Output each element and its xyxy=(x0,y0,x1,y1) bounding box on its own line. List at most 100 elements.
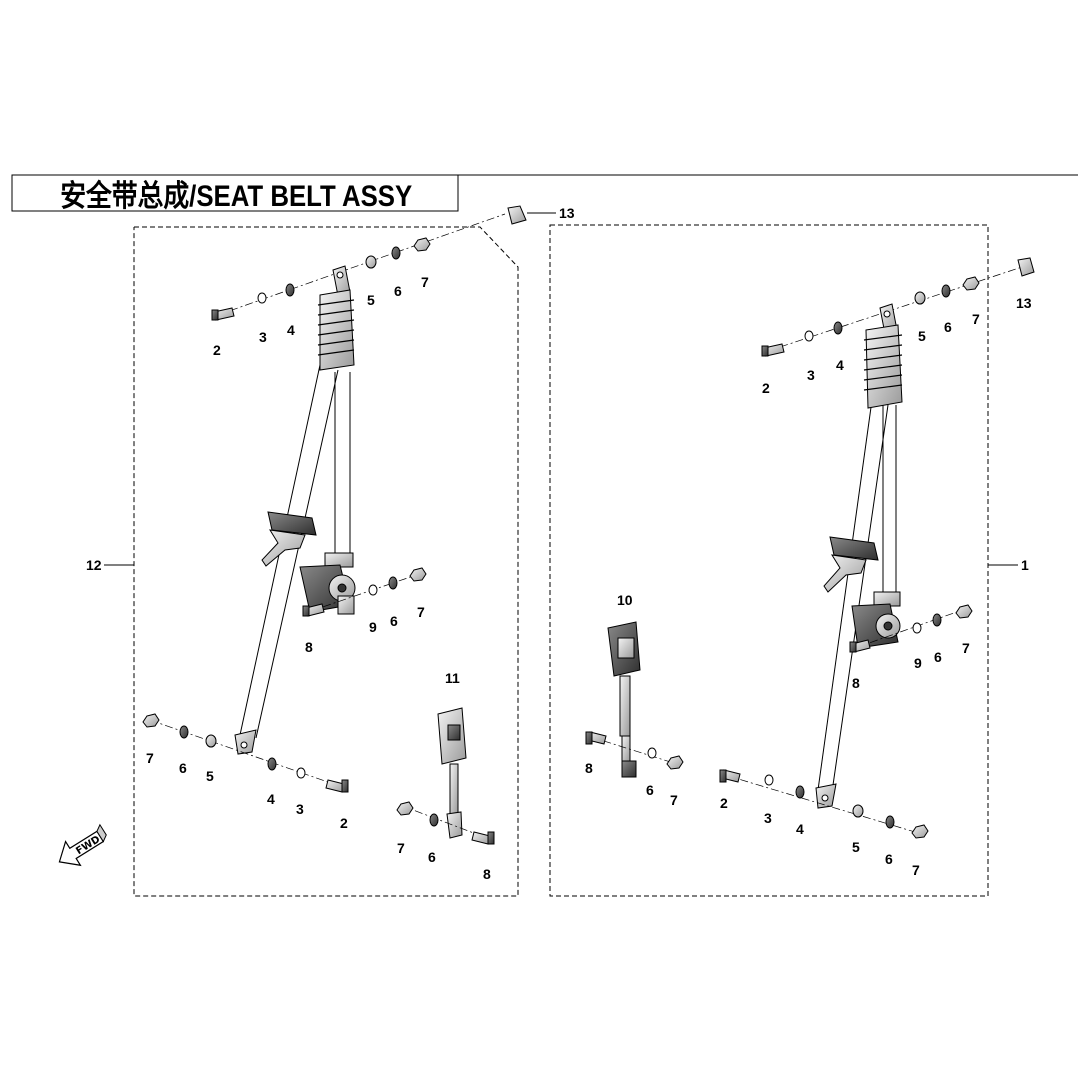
bolt-icon xyxy=(325,779,349,793)
callout-label: 7 xyxy=(421,274,429,290)
callout-label: 4 xyxy=(267,791,275,807)
nut-icon xyxy=(911,824,929,839)
bolt-icon xyxy=(302,603,325,617)
callout-label: 6 xyxy=(390,613,398,629)
left-assembly-boundary xyxy=(133,226,519,897)
callout-label: 7 xyxy=(962,640,970,656)
callout-label: 6 xyxy=(394,283,402,299)
callout-label: 7 xyxy=(397,840,405,856)
latch-plate xyxy=(261,511,317,567)
nut-icon xyxy=(666,755,684,770)
title-text: 安全带总成/SEAT BELT ASSY xyxy=(60,178,412,212)
lock-washer-icon xyxy=(795,785,805,799)
callout-label: 2 xyxy=(762,380,770,396)
right-seat-belt xyxy=(724,265,1026,836)
callout-label: 8 xyxy=(852,675,860,691)
washer-icon xyxy=(647,747,657,759)
lock-washer-icon xyxy=(932,613,942,627)
left-bottom-fasteners xyxy=(142,713,349,793)
lock-washer-icon xyxy=(391,246,401,260)
callout-label: 7 xyxy=(670,792,678,808)
callout-label: 7 xyxy=(417,604,425,620)
lock-washer-icon xyxy=(267,757,277,771)
callout-label: 2 xyxy=(340,815,348,831)
callout-label: 6 xyxy=(646,782,654,798)
callout-label: 6 xyxy=(179,760,187,776)
callout-label: 9 xyxy=(369,619,377,635)
bolt-icon xyxy=(211,307,235,321)
callout-label: 6 xyxy=(885,851,893,867)
left-callouts: 12 2 3 4 5 6 7 8 9 6 7 7 6 5 4 3 2 11 7 … xyxy=(86,205,575,882)
callout-label: 8 xyxy=(305,639,313,655)
right-callouts: 1 2 3 4 5 6 7 13 8 9 6 7 2 3 4 5 6 7 10 … xyxy=(585,295,1032,878)
bolt-icon xyxy=(761,343,785,357)
left-top-fasteners xyxy=(211,205,527,321)
lock-washer-icon xyxy=(388,576,398,590)
callout-label: 9 xyxy=(914,655,922,671)
upper-anchor-bellows xyxy=(863,303,903,409)
callout-label: 6 xyxy=(944,319,952,335)
lock-washer-icon xyxy=(885,815,895,829)
callout-label: 8 xyxy=(483,866,491,882)
washer-icon xyxy=(912,622,922,634)
bolt-icon xyxy=(849,639,871,653)
spacer-icon xyxy=(365,255,377,269)
callout-label: 11 xyxy=(445,670,460,686)
nut-icon xyxy=(413,237,431,252)
lower-anchor xyxy=(234,729,257,755)
bolt-icon xyxy=(719,769,741,783)
left-retractor-fasteners xyxy=(302,567,427,617)
callout-label: 6 xyxy=(934,649,942,665)
callout-label: 3 xyxy=(764,810,772,826)
callout-label: 7 xyxy=(146,750,154,766)
callout-label: 5 xyxy=(367,292,375,308)
right-buckle xyxy=(585,621,684,778)
callout-label: 10 xyxy=(617,592,633,608)
retractor xyxy=(299,552,356,615)
callout-label: 13 xyxy=(559,205,575,221)
forward-arrow-icon: FWD xyxy=(58,823,107,867)
nut-icon xyxy=(962,276,980,291)
callout-label: 6 xyxy=(428,849,436,865)
callout-label: 5 xyxy=(918,328,926,344)
latch-plate xyxy=(823,536,879,593)
callout-label: 2 xyxy=(720,795,728,811)
spacer-icon xyxy=(852,804,864,818)
washer-icon xyxy=(764,774,774,786)
left-buckle xyxy=(396,707,495,845)
cap-icon xyxy=(1017,257,1035,277)
callout-label: 4 xyxy=(287,322,295,338)
cap-icon xyxy=(507,205,527,225)
bolt-icon xyxy=(471,831,495,845)
title-block: 安全带总成/SEAT BELT ASSY xyxy=(11,174,1078,212)
right-retractor-fasteners xyxy=(849,604,973,653)
callout-label: 5 xyxy=(852,839,860,855)
callout-label: 1 xyxy=(1021,557,1029,573)
upper-anchor-bellows xyxy=(317,265,355,371)
callout-label: 2 xyxy=(213,342,221,358)
right-assembly-boundary xyxy=(549,224,989,897)
nut-icon xyxy=(955,604,973,619)
lock-washer-icon xyxy=(941,284,951,298)
lock-washer-icon xyxy=(429,813,439,827)
lock-washer-icon xyxy=(285,283,295,297)
callout-label: 12 xyxy=(86,557,102,573)
callout-label: 3 xyxy=(259,329,267,345)
callout-label: 13 xyxy=(1016,295,1032,311)
left-seat-belt xyxy=(149,213,506,789)
spacer-icon xyxy=(205,734,217,748)
callout-label: 8 xyxy=(585,760,593,776)
retractor xyxy=(851,591,901,649)
lower-anchor xyxy=(815,783,837,809)
nut-icon xyxy=(409,567,427,582)
washer-icon xyxy=(296,767,306,779)
washer-icon xyxy=(368,584,378,596)
lock-washer-icon xyxy=(179,725,189,739)
callout-label: 3 xyxy=(296,801,304,817)
callout-label: 3 xyxy=(807,367,815,383)
washer-icon xyxy=(804,330,814,342)
washer-icon xyxy=(257,292,267,304)
bolt-icon xyxy=(585,731,607,745)
callout-label: 7 xyxy=(912,862,920,878)
nut-icon xyxy=(142,713,160,728)
